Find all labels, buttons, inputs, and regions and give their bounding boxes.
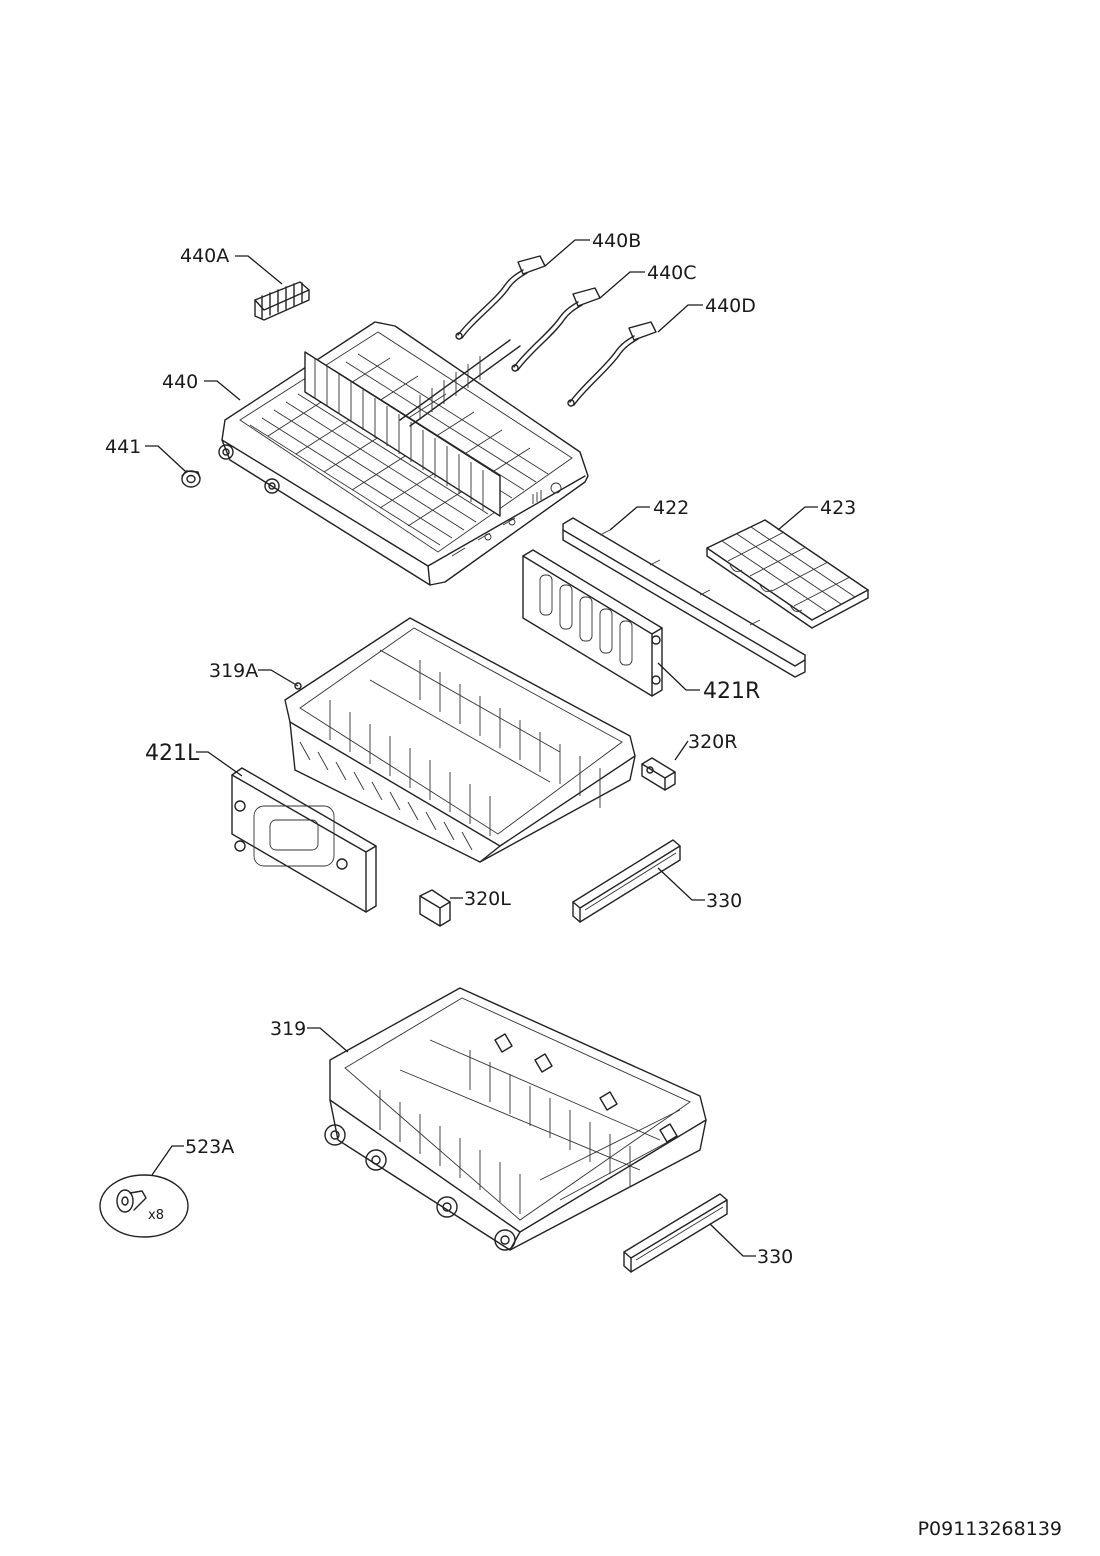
label-421R: 421R: [703, 679, 760, 704]
leader-423: [777, 506, 818, 531]
leader-421L: [196, 751, 243, 777]
label-320R: 320R: [688, 731, 737, 753]
leader-440D: [657, 304, 703, 333]
label-421L: 421L: [145, 741, 200, 766]
leader-440A: [235, 255, 283, 285]
leader-440C: [599, 271, 645, 299]
part-440B-wire: [455, 255, 546, 340]
part-421R-panel: [522, 549, 663, 697]
part-319A-upper-basket: [284, 617, 636, 863]
part-423-grid: [706, 519, 869, 629]
label-440B: 440B: [592, 230, 641, 252]
part-320R-clip: [641, 757, 676, 791]
leader-319: [307, 1027, 349, 1053]
label-441: 441: [105, 436, 141, 458]
label-320L: 320L: [464, 888, 511, 910]
part-422-rail: [562, 517, 806, 678]
drawing-code: P09113268139: [918, 1518, 1062, 1540]
leader-421R: [657, 662, 700, 691]
label-319A: 319A: [209, 660, 258, 682]
leader-319A: [258, 669, 299, 687]
label-523A: 523A: [185, 1136, 234, 1158]
leader-440: [204, 380, 241, 401]
label-330-upper: 330: [706, 890, 742, 912]
label-523A-qty: x8: [148, 1208, 164, 1223]
part-421L-panel: [231, 767, 377, 913]
part-440C-wire: [511, 287, 601, 372]
label-330-lower: 330: [757, 1246, 793, 1268]
part-440-cutlery-tray: [218, 321, 589, 586]
label-440A: 440A: [180, 245, 229, 267]
part-320L-clip: [419, 889, 451, 927]
part-440D-wire: [567, 321, 657, 407]
label-440D: 440D: [705, 295, 756, 317]
label-422: 422: [653, 497, 689, 519]
part-441-wheel: [181, 470, 201, 488]
part-330-strip-upper: [572, 839, 681, 923]
label-440: 440: [162, 371, 198, 393]
leader-440B: [544, 239, 590, 267]
leader-422: [609, 506, 650, 531]
leader-330-upper: [657, 867, 705, 901]
leader-330-lower: [709, 1223, 756, 1257]
label-423: 423: [820, 497, 856, 519]
leader-523A: [151, 1145, 184, 1176]
label-319: 319: [270, 1018, 306, 1040]
part-319-lower-basket: [324, 987, 707, 1251]
part-330-strip-lower: [623, 1193, 728, 1273]
leader-320R: [674, 740, 689, 761]
label-440C: 440C: [647, 262, 697, 284]
part-523A-wheel-callout: [99, 1174, 189, 1238]
leader-441: [145, 445, 186, 472]
part-440A-comb: [254, 281, 310, 321]
